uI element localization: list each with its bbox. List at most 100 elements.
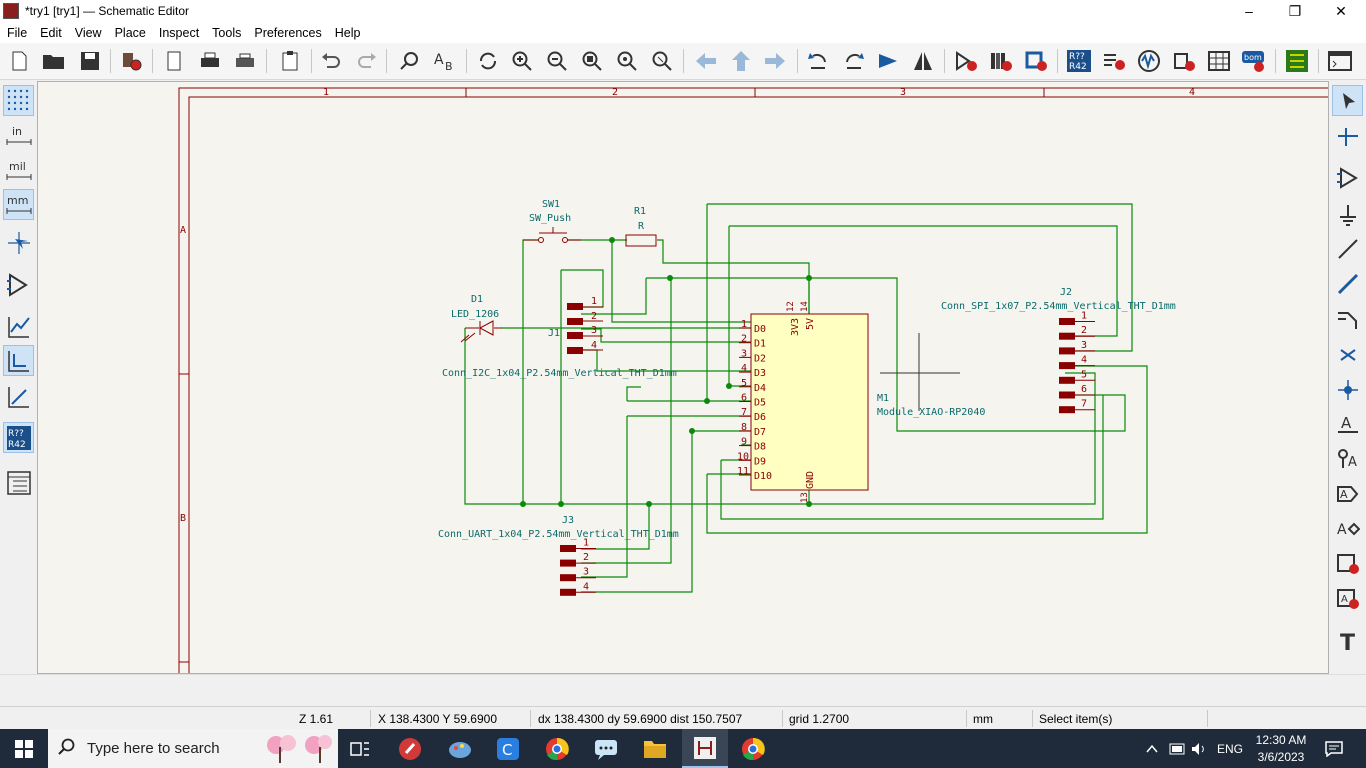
schematic-setup-icon[interactable]: [118, 48, 146, 74]
zoom-out-icon[interactable]: [543, 48, 571, 74]
maximize-button[interactable]: ❐: [1288, 2, 1302, 19]
no-connect-icon[interactable]: [1332, 339, 1363, 370]
rotate-ccw-icon[interactable]: [804, 48, 832, 74]
connector-j2[interactable]: J2 Conn_SPI_1x07_P2.54mm_Vertical_THT_D1…: [941, 287, 1176, 414]
taskbar-app-paint-icon[interactable]: [443, 729, 477, 768]
add-bus-icon[interactable]: [1332, 268, 1363, 299]
add-hierarchical-label-icon[interactable]: A: [1332, 513, 1363, 544]
units-inches-button[interactable]: in: [3, 120, 34, 151]
new-schematic-icon[interactable]: [5, 48, 33, 74]
menu-view[interactable]: View: [74, 25, 102, 40]
add-net-class-label-icon[interactable]: A: [1332, 442, 1363, 473]
print-icon[interactable]: [196, 48, 224, 74]
undo-icon[interactable]: [317, 48, 345, 74]
add-junction-icon[interactable]: [1332, 374, 1363, 405]
add-power-icon[interactable]: [1332, 199, 1363, 230]
start-button[interactable]: [0, 729, 48, 768]
refresh-icon[interactable]: [474, 48, 502, 74]
scripting-console-icon[interactable]: [1326, 48, 1354, 74]
menu-help[interactable]: Help: [334, 25, 361, 40]
tray-chevron-up-icon[interactable]: [1143, 729, 1161, 768]
taskbar-search-box[interactable]: Type here to search: [48, 729, 338, 768]
tray-clock[interactable]: 12:30 AM 3/6/2023: [1253, 729, 1309, 768]
fields-table-icon[interactable]: [1205, 48, 1233, 74]
connector-j1[interactable]: J1 Conn_I2C_1x04_P2.54mm_Vertical_THT_D1…: [442, 296, 677, 379]
zoom-fit-icon[interactable]: [578, 48, 606, 74]
add-global-label-icon[interactable]: A: [1332, 478, 1363, 509]
task-view-icon[interactable]: [343, 729, 377, 768]
j3-pin-pad: [560, 559, 576, 567]
import-sheet-pin-icon[interactable]: A: [1332, 583, 1363, 614]
navigate-back-icon[interactable]: [692, 48, 720, 74]
footprint-assign-icon[interactable]: [1022, 48, 1050, 74]
navigate-up-icon[interactable]: [727, 48, 755, 74]
menu-file[interactable]: File: [7, 25, 28, 40]
menu-preferences[interactable]: Preferences: [254, 25, 322, 40]
mirror-vertical-icon[interactable]: [874, 48, 902, 74]
menu-place[interactable]: Place: [114, 25, 146, 40]
rotate-cw-icon[interactable]: [840, 48, 868, 74]
redo-icon[interactable]: [353, 48, 381, 74]
tray-volume-icon[interactable]: [1189, 729, 1209, 768]
zoom-objects-icon[interactable]: [613, 48, 641, 74]
minimize-button[interactable]: –: [1245, 3, 1253, 19]
close-button[interactable]: ✕: [1335, 2, 1347, 19]
add-bus-entry-icon[interactable]: [1332, 303, 1363, 334]
units-mm-button[interactable]: mm: [3, 189, 34, 220]
bom-icon[interactable]: bom: [1240, 48, 1268, 74]
resistor-r1[interactable]: R1 R: [625, 206, 657, 247]
add-label-icon[interactable]: A: [1332, 408, 1363, 439]
menu-edit[interactable]: Edit: [40, 25, 62, 40]
grid-toggle-icon[interactable]: [3, 85, 34, 116]
erc-icon[interactable]: [1100, 48, 1128, 74]
page-settings-icon[interactable]: [160, 48, 188, 74]
led-d1[interactable]: D1 LED_1206: [451, 294, 502, 343]
cursor-crosshair-icon[interactable]: [3, 227, 34, 258]
zoom-selection-icon[interactable]: [648, 48, 676, 74]
tray-language[interactable]: ENG: [1216, 741, 1243, 756]
add-wire-icon[interactable]: [1332, 233, 1363, 264]
paste-icon[interactable]: [276, 48, 304, 74]
mirror-horizontal-icon[interactable]: [909, 48, 937, 74]
save-icon[interactable]: [76, 48, 104, 74]
add-hierarchical-sheet-icon[interactable]: [1332, 548, 1363, 579]
add-symbol-icon[interactable]: [1332, 162, 1363, 193]
annotate-toggle-icon[interactable]: R??R42: [3, 422, 34, 453]
netlist-export-icon[interactable]: [1170, 48, 1198, 74]
menu-tools[interactable]: Tools: [212, 25, 242, 40]
taskbar-kicad-icon[interactable]: [682, 729, 728, 768]
menu-inspect[interactable]: Inspect: [158, 25, 200, 40]
simulator-icon[interactable]: [1135, 48, 1163, 74]
plot-icon[interactable]: [231, 48, 259, 74]
annotate-icon[interactable]: R??R42: [1065, 48, 1093, 74]
units-mils-button[interactable]: mil: [3, 155, 34, 186]
highlight-net-icon[interactable]: [1332, 120, 1363, 151]
hierarchy-navigator-icon[interactable]: [3, 467, 34, 498]
taskbar-chat-icon[interactable]: [589, 729, 623, 768]
taskbar-app-red-icon[interactable]: [393, 729, 427, 768]
symbol-library-icon[interactable]: [987, 48, 1015, 74]
hidden-pins-icon[interactable]: [3, 269, 34, 300]
schematic-canvas[interactable]: 1 2 3 4 A B: [37, 81, 1329, 674]
wire-mode-free-icon[interactable]: [3, 311, 34, 342]
symbol-editor-icon[interactable]: [952, 48, 980, 74]
connector-j3[interactable]: J3 Conn_UART_1x04_P2.54mm_Vertical_THT_D…: [438, 515, 679, 596]
taskbar-chrome-2-icon[interactable]: [736, 729, 770, 768]
wire-mode-90-icon[interactable]: [3, 345, 34, 376]
tray-battery-icon[interactable]: [1167, 729, 1189, 768]
taskbar-app-c-icon[interactable]: C: [491, 729, 525, 768]
taskbar-chrome-icon[interactable]: [540, 729, 574, 768]
taskbar-file-explorer-icon[interactable]: [638, 729, 672, 768]
pcb-editor-icon[interactable]: [1283, 48, 1311, 74]
navigate-forward-icon[interactable]: [761, 48, 789, 74]
zoom-in-icon[interactable]: [508, 48, 536, 74]
select-arrow-icon[interactable]: [1332, 85, 1363, 116]
find-icon[interactable]: [396, 48, 424, 74]
notification-center-icon[interactable]: [1320, 729, 1348, 768]
wire-mode-45-icon[interactable]: [3, 381, 34, 412]
open-folder-icon[interactable]: [40, 48, 68, 74]
add-text-icon[interactable]: T: [1332, 626, 1363, 657]
switch-sw1[interactable]: SW1 SW_Push: [523, 199, 581, 243]
